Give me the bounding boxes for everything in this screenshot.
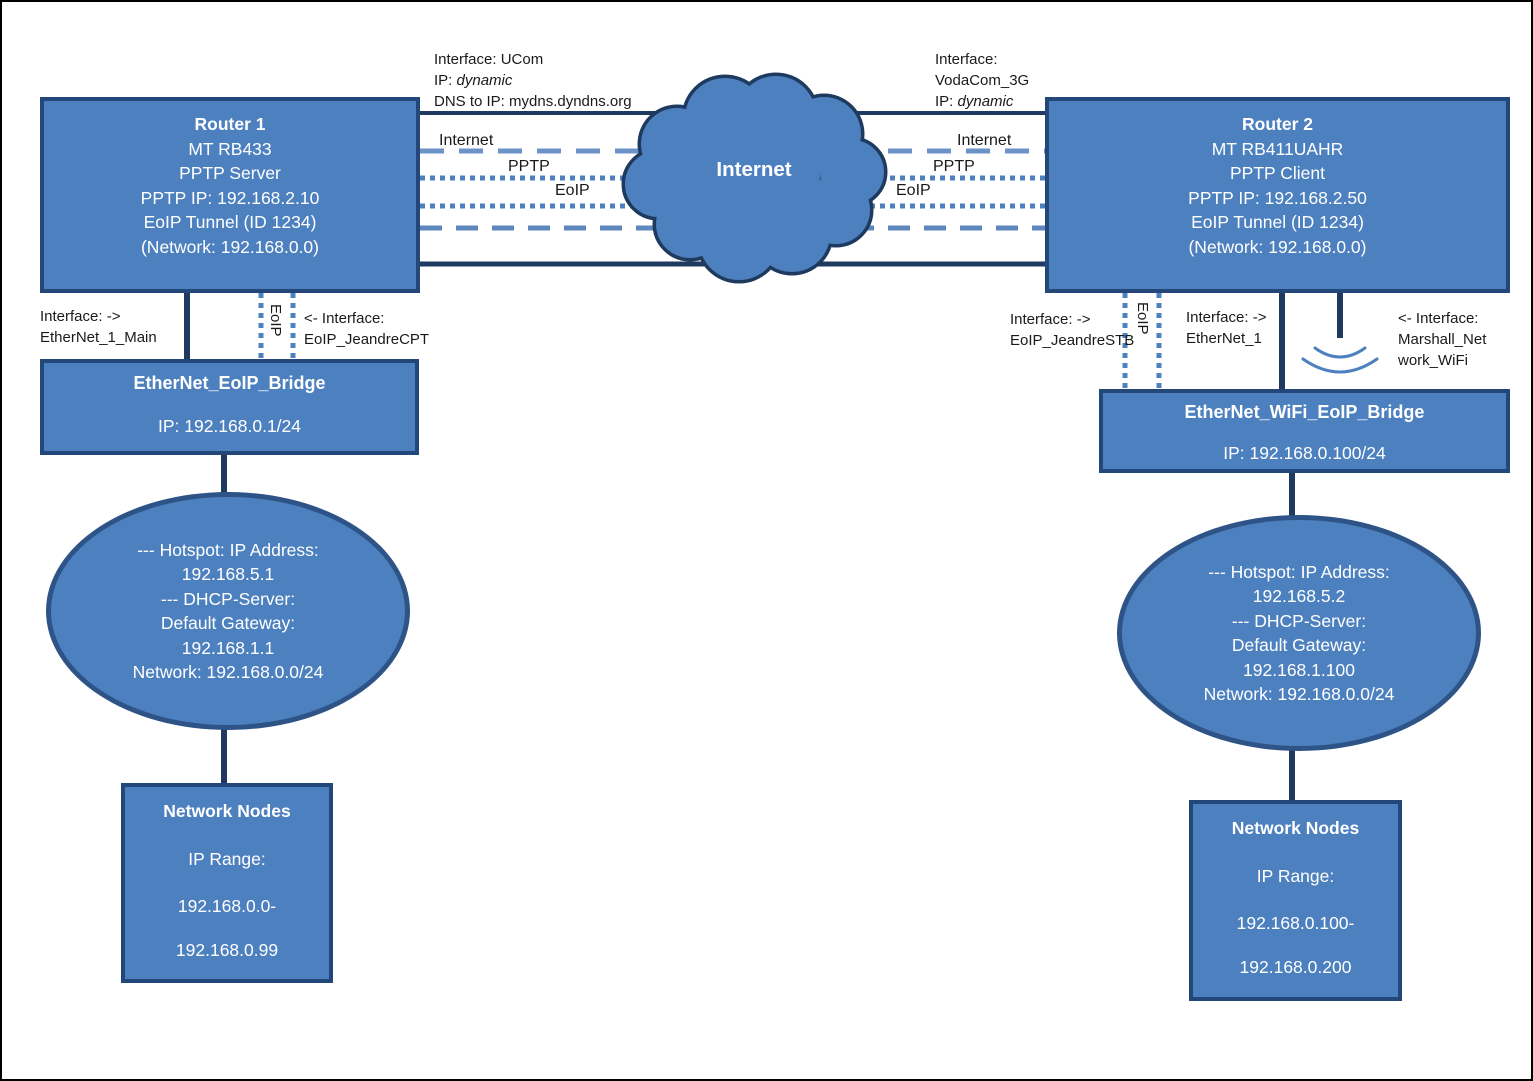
r2-lan-interface-line1: Interface: -> xyxy=(1186,309,1267,326)
r1-eoip-interface-label: <- Interface: EoIP_JeandreCPT xyxy=(304,308,429,350)
r2-eoip-vertical-label: EoIP xyxy=(1134,302,1151,335)
router1-role: PPTP Server xyxy=(179,163,281,183)
router2-box: Router 2 MT RB411UAHR PPTP Client PPTP I… xyxy=(1045,97,1510,293)
r2-wan-ip: IP: dynamic xyxy=(935,93,1014,110)
r2-wan-annotation: Interface: VodaCom_3G IP: dynamic xyxy=(935,49,1029,112)
nodes2-title: Network Nodes xyxy=(1231,818,1360,838)
internet-label-left: Internet xyxy=(439,132,494,149)
bridge2-title: EtherNet_WiFi_EoIP_Bridge xyxy=(1184,402,1425,422)
r1-wan-ip: IP: dynamic xyxy=(434,72,513,89)
bridge2-box: EtherNet_WiFi_EoIP_Bridge IP: 192.168.0.… xyxy=(1099,389,1510,473)
hotspot2-line1: --- Hotspot: IP Address: xyxy=(1208,561,1390,582)
router1-model: MT RB433 xyxy=(188,138,272,159)
router2-title: Router 2 xyxy=(1242,114,1313,134)
r1-lan-interface-line2: EtherNet_1_Main xyxy=(40,329,157,346)
hotspot1-line5: 192.168.1.1 xyxy=(181,637,275,658)
hotspot2-line4: Default Gateway: xyxy=(1231,635,1367,655)
hotspot1-ellipse: --- Hotspot: IP Address: 192.168.5.1 ---… xyxy=(46,492,410,730)
hotspot1-line3: --- DHCP-Server: xyxy=(160,588,296,609)
nodes1-ip-end: 192.168.0.99 xyxy=(175,940,279,960)
r2-wan-interface: Interface: xyxy=(935,51,998,68)
r2-eoip-interface-label: Interface: -> EoIP_JeandreSTB xyxy=(1010,309,1134,351)
hotspot2-line2: 192.168.5.2 xyxy=(1252,586,1346,606)
r2-lan-interface-label: Interface: -> EtherNet_1 xyxy=(1186,307,1266,349)
r1-wan-dns: DNS to IP: mydns.dyndns.org xyxy=(434,93,632,110)
r1-lan-interface-label: Interface: -> EtherNet_1_Main xyxy=(40,306,157,348)
r2-lan-interface-line2: EtherNet_1 xyxy=(1186,330,1262,347)
hotspot2-ellipse: --- Hotspot: IP Address: 192.168.5.2 ---… xyxy=(1117,515,1481,751)
pptp-label-left: PPTP xyxy=(508,158,550,175)
r1-eoip-interface-line1: <- Interface: xyxy=(304,310,385,327)
bridge1-ip: IP: 192.168.0.1/24 xyxy=(157,416,302,436)
nodes1-ip-range-label: IP Range: xyxy=(188,849,266,869)
nodes2-box: Network Nodes IP Range: 192.168.0.100- 1… xyxy=(1189,800,1402,1001)
r1-eoip-vertical-label: EoIP xyxy=(267,304,284,337)
router1-eoip-tunnel: EoIP Tunnel (ID 1234) xyxy=(143,212,317,232)
router1-box: Router 1 MT RB433 PPTP Server PPTP IP: 1… xyxy=(40,97,420,293)
nodes2-ip-range-label: IP Range: xyxy=(1256,866,1335,886)
hotspot1-line1: --- Hotspot: IP Address: xyxy=(137,539,319,560)
r2-wifi-interface-line3: work_WiFi xyxy=(1398,352,1468,369)
nodes2-ip-start: 192.168.0.100- xyxy=(1236,913,1355,933)
nodes1-box: Network Nodes IP Range: 192.168.0.0- 192… xyxy=(121,783,333,983)
r1-wan-interface: Interface: UCom xyxy=(434,51,544,68)
r2-wan-name: VodaCom_3G xyxy=(935,72,1030,89)
eoip-label-right: EoIP xyxy=(896,182,931,199)
internet-cloud xyxy=(621,72,888,284)
bridge1-title: EtherNet_EoIP_Bridge xyxy=(133,373,326,393)
nodes1-ip-start: 192.168.0.0- xyxy=(177,896,277,916)
hotspot2-line3: --- DHCP-Server: xyxy=(1231,610,1367,631)
r2-wifi-interface-line1: <- Interface: xyxy=(1398,310,1479,327)
router2-pptp-ip: PPTP IP: 192.168.2.50 xyxy=(1188,187,1367,208)
hotspot1-line6: Network: 192.168.0.0/24 xyxy=(132,662,324,682)
router2-model: MT RB411UAHR xyxy=(1211,138,1344,159)
router2-network: (Network: 192.168.0.0) xyxy=(1188,236,1367,257)
router2-eoip-tunnel: EoIP Tunnel (ID 1234) xyxy=(1191,212,1364,232)
r2-eoip-interface-line2: EoIP_JeandreSTB xyxy=(1010,332,1135,349)
bridge1-box: EtherNet_EoIP_Bridge IP: 192.168.0.1/24 xyxy=(40,359,419,455)
r1-wan-ip-value: dynamic xyxy=(456,72,513,89)
router2-role: PPTP Client xyxy=(1230,163,1325,183)
nodes2-ip-end: 192.168.0.200 xyxy=(1239,957,1352,977)
nodes1-title: Network Nodes xyxy=(163,801,291,821)
pptp-label-right: PPTP xyxy=(933,158,975,175)
router1-title: Router 1 xyxy=(194,114,266,134)
router1-network: (Network: 192.168.0.0) xyxy=(140,236,319,257)
hotspot1-line2: 192.168.5.1 xyxy=(181,564,275,584)
internet-cloud-label: Internet xyxy=(716,158,792,181)
router1-pptp-ip: PPTP IP: 192.168.2.10 xyxy=(140,187,320,208)
r2-wifi-interface-line2: Marshall_Net xyxy=(1398,331,1487,348)
internet-label-right: Internet xyxy=(957,132,1012,149)
r2-wan-ip-value: dynamic xyxy=(957,93,1014,110)
bridge2-ip: IP: 192.168.0.100/24 xyxy=(1223,443,1386,463)
hotspot1-line4: Default Gateway: xyxy=(160,613,296,633)
r2-wifi-interface-label: <- Interface: Marshall_Net work_WiFi xyxy=(1398,308,1486,371)
r1-wan-annotation: Interface: UCom IP: dynamic DNS to IP: m… xyxy=(434,49,632,112)
r1-lan-interface-line1: Interface: -> xyxy=(40,308,121,325)
eoip-label-left: EoIP xyxy=(555,182,590,199)
hotspot2-line5: 192.168.1.100 xyxy=(1243,659,1355,680)
r1-eoip-interface-line2: EoIP_JeandreCPT xyxy=(304,331,430,348)
hotspot2-line6: Network: 192.168.0.0/24 xyxy=(1203,684,1395,704)
wifi-icon xyxy=(1301,346,1379,374)
r2-eoip-interface-line1: Interface: -> xyxy=(1010,311,1091,328)
